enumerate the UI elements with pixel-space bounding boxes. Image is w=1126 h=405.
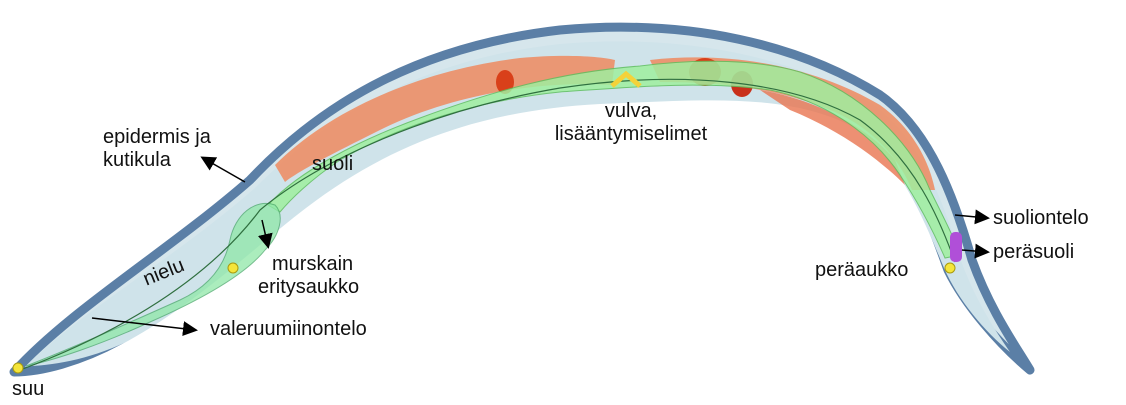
anus-pore [945, 263, 955, 273]
label-vulva-line1: vulva, [532, 100, 730, 123]
label-suoli: suoli [312, 153, 353, 176]
label-epidermis-line2: kutikula [103, 149, 211, 172]
mouth-pore [13, 363, 23, 373]
label-suoliontelo: suoliontelo [993, 207, 1089, 230]
label-peraaukko: peräaukko [815, 259, 908, 282]
label-eritysaukko: eritysaukko [258, 276, 359, 299]
label-vulva-line2: lisääntymiselimet [532, 123, 730, 146]
label-perasuoli: peräsuoli [993, 241, 1074, 264]
label-murskain: murskain [258, 253, 359, 276]
label-epidermis: epidermis ja kutikula [103, 126, 211, 172]
label-suu: suu [12, 378, 44, 401]
excretory-pore [228, 263, 238, 273]
label-murskain-eritysaukko: murskain eritysaukko [258, 253, 359, 299]
label-epidermis-line1: epidermis ja [103, 126, 211, 149]
rectum [950, 232, 962, 262]
label-vulva: vulva, lisääntymiselimet [532, 100, 730, 146]
label-valeruumiinontelo: valeruumiinontelo [210, 318, 367, 341]
